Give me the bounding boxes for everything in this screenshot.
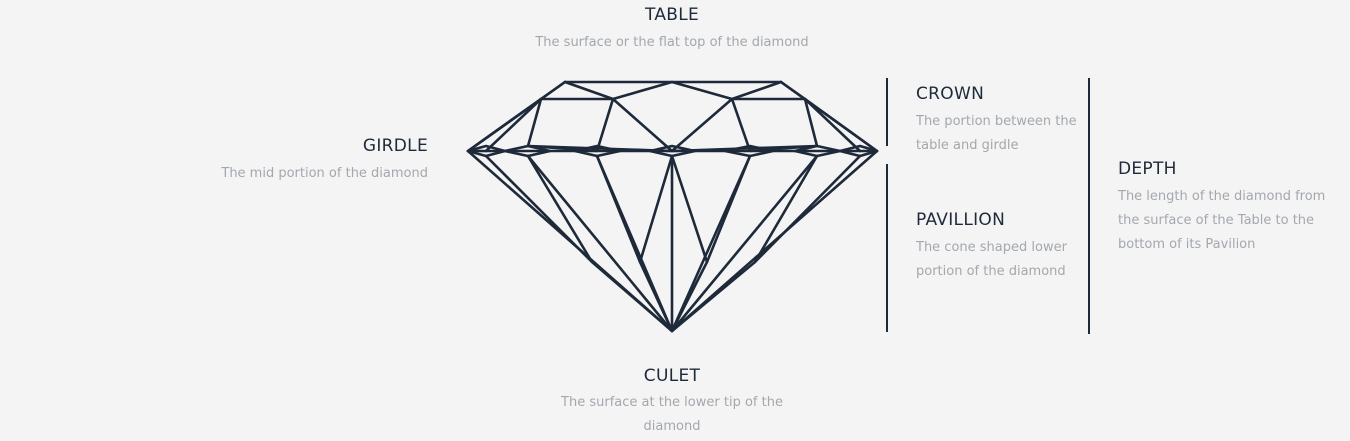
pavillion-description: The cone shaped lower portion of the dia… [916, 240, 1067, 279]
pavillion-bracket-line [886, 164, 888, 332]
pavillion-title: PAVILLION [916, 210, 1006, 230]
culet-title: CULET [643, 366, 701, 386]
crown-description: The portion between the table and girdle [916, 114, 1077, 153]
pavilion-facets [484, 154, 862, 333]
diamond-outline [466, 80, 879, 333]
depth-description: The length of the diamond from the surfa… [1118, 189, 1326, 252]
crown-title: CROWN [916, 84, 985, 104]
depth-bracket-line [1088, 78, 1090, 334]
girdle-title: GIRDLE [362, 136, 428, 156]
girdle-description: The mid portion of the diamond [221, 166, 428, 181]
crown-facets [466, 80, 879, 153]
table-title: TABLE [644, 5, 700, 25]
crown-bracket-line [886, 78, 888, 146]
table-description: The surface or the flat top of the diamo… [535, 35, 809, 50]
girdle-facets [466, 144, 879, 158]
depth-title: DEPTH [1118, 159, 1177, 179]
culet-description: The surface at the lower tip of the diam… [561, 395, 783, 434]
